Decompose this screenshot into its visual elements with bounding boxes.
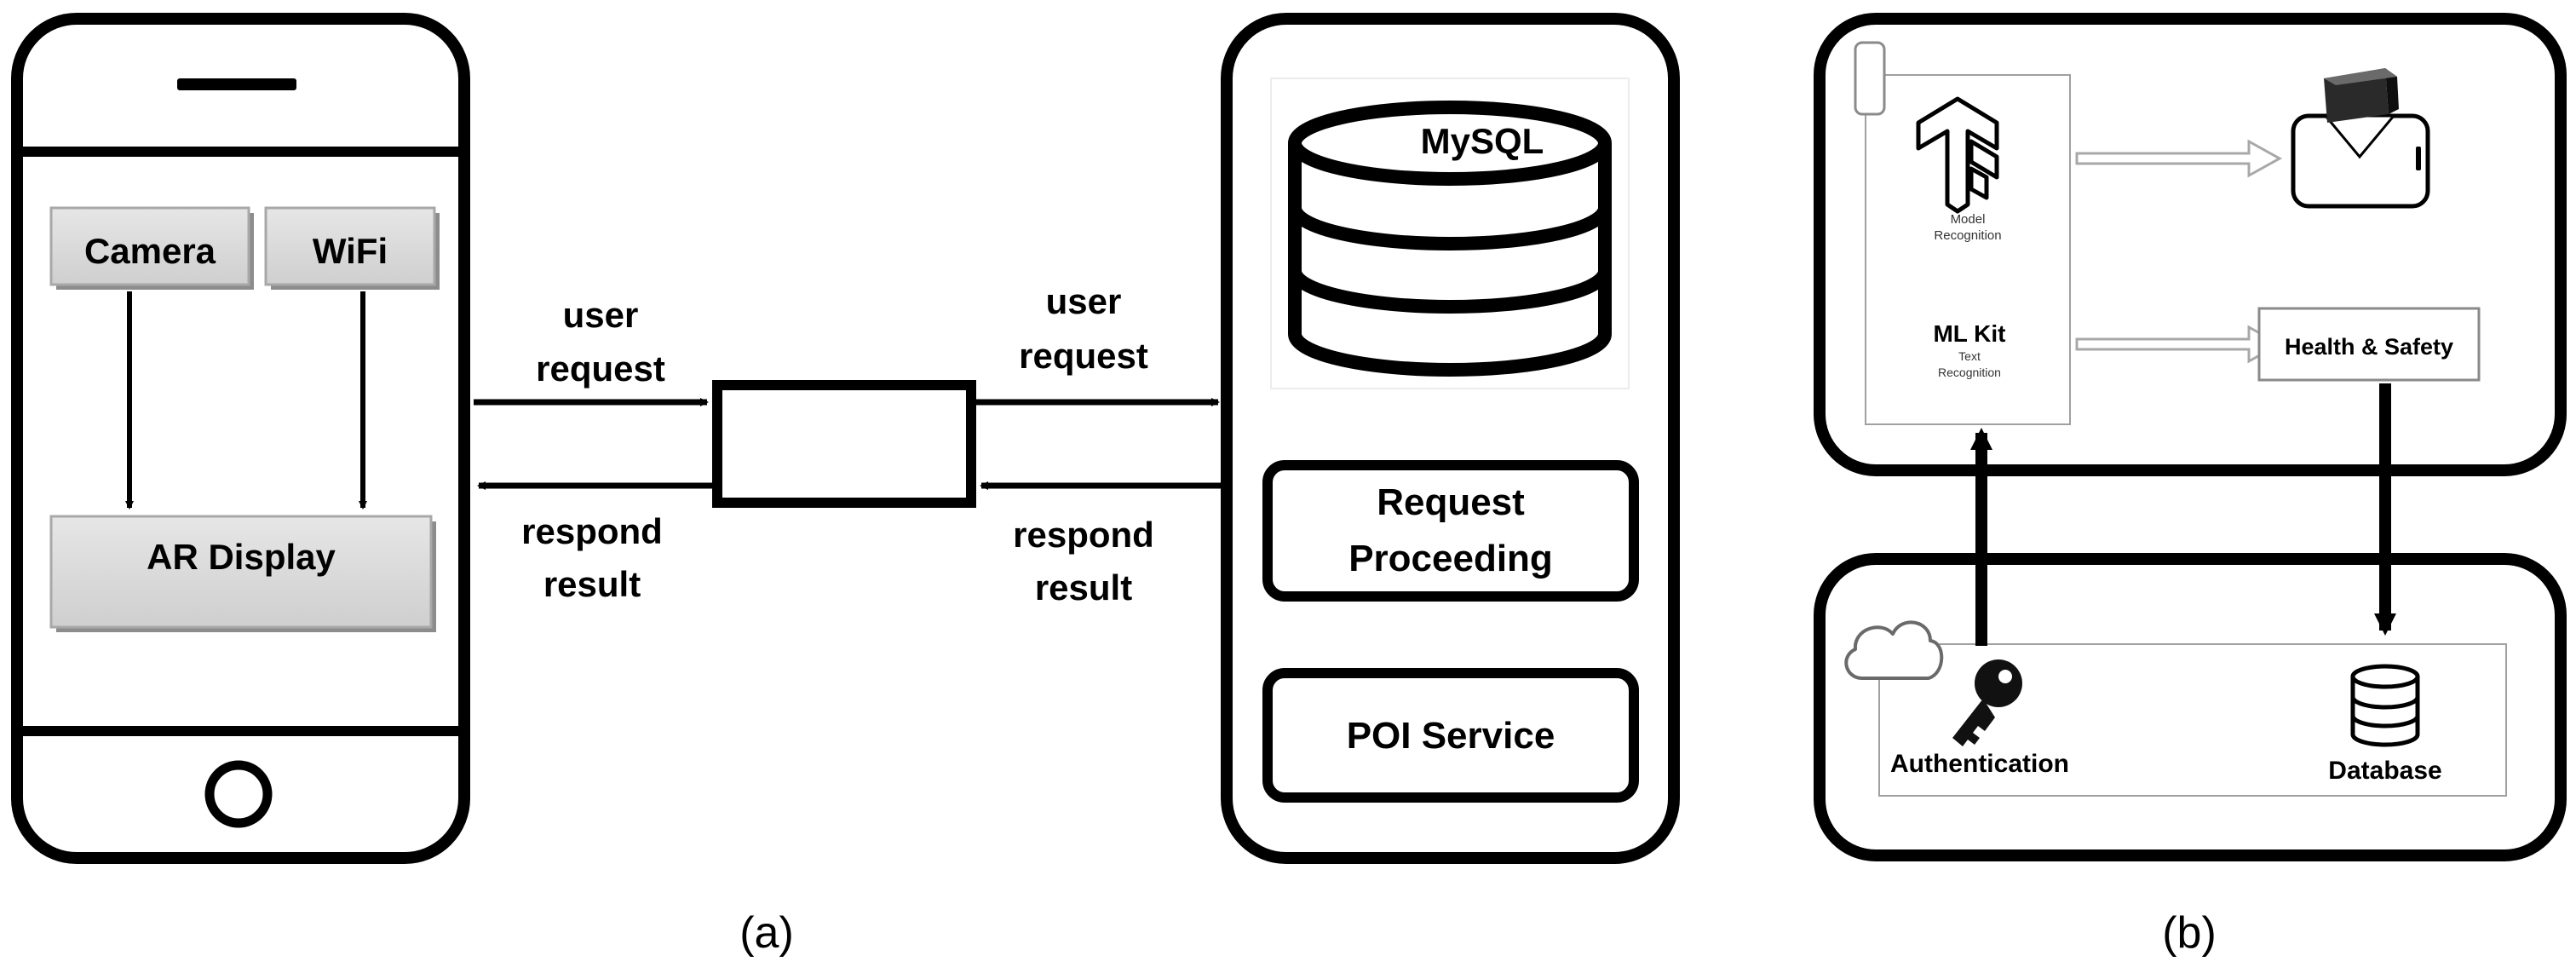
right-request-label-line2: request (1019, 336, 1148, 376)
health-safety-label: Health & Safety (2285, 334, 2453, 360)
tensorflow-icon (1916, 96, 1999, 214)
left-response-label-line2: result (543, 564, 641, 604)
wifi-box-face (264, 206, 436, 286)
poi-service-label: POI Service (1347, 715, 1555, 757)
phone-client: Camera WiFi AR Display (11, 13, 470, 864)
database-label: Database (2328, 757, 2441, 785)
camera-box: Camera (49, 206, 254, 290)
server: MySQL Request Proceeding POI Service (1221, 13, 1680, 864)
request-proceeding-label-line2: Proceeding (1348, 538, 1553, 579)
camera-label: Camera (84, 231, 216, 271)
phone-ar-icon (2291, 68, 2430, 209)
left-response-label-line1: respond (521, 511, 663, 551)
phone-home-button-icon (204, 760, 273, 828)
right-response-label-line1: respond (1013, 515, 1154, 555)
database-icon (2350, 664, 2420, 747)
request-proceeding-label-line1: Request (1377, 481, 1525, 523)
cloud-icon (1844, 620, 1944, 680)
model-recognition-label-line1: Model (1951, 212, 1986, 227)
mysql-database-icon: MySQL (1270, 78, 1630, 389)
text-recognition-label-line2: Recognition (1938, 366, 2001, 379)
camera-box-face (49, 206, 250, 286)
panel-b: Model Recognition ML Kit Text Recognitio… (1814, 13, 2567, 958)
request-proceeding-box (1262, 460, 1639, 602)
phone-outline-icon (1854, 41, 1886, 116)
text-recognition-label-line1: Text (1958, 349, 1981, 363)
health-safety-box (2257, 307, 2481, 382)
left-request-label-line1: user (563, 295, 639, 335)
model-recognition-label-line2: Recognition (1934, 228, 2001, 243)
caption-a: (a) (739, 908, 794, 958)
wifi-box: WiFi (264, 206, 440, 290)
mlkit-label: ML Kit (1933, 320, 2005, 347)
model-to-ar-arrow (2075, 139, 2283, 178)
authentication-label: Authentication (1890, 750, 2069, 778)
mysql-label: MySQL (1421, 121, 1544, 161)
key-icon (1952, 659, 2022, 746)
ar-display-box: AR Display (49, 515, 436, 632)
cylinder-band-2 (1288, 270, 1612, 314)
relay-box (712, 380, 976, 508)
cylinder-top (1288, 101, 1612, 186)
left-request-label-line2: request (536, 348, 665, 389)
caption-b: (b) (2162, 908, 2217, 958)
wifi-label: WiFi (313, 231, 388, 271)
cylinder-band-1 (1288, 207, 1612, 251)
cylinder-body (1288, 143, 1612, 377)
right-response-label-line2: result (1035, 567, 1132, 608)
poi-service-box (1262, 668, 1639, 803)
right-request-label-line1: user (1046, 281, 1122, 321)
phone-speaker-icon (177, 78, 296, 90)
network-link: user request respond result user request… (474, 281, 1223, 608)
ar-display-label: AR Display (147, 537, 336, 577)
panel-a: Camera WiFi AR Display user (11, 13, 1680, 958)
ar-display-face (49, 515, 433, 629)
